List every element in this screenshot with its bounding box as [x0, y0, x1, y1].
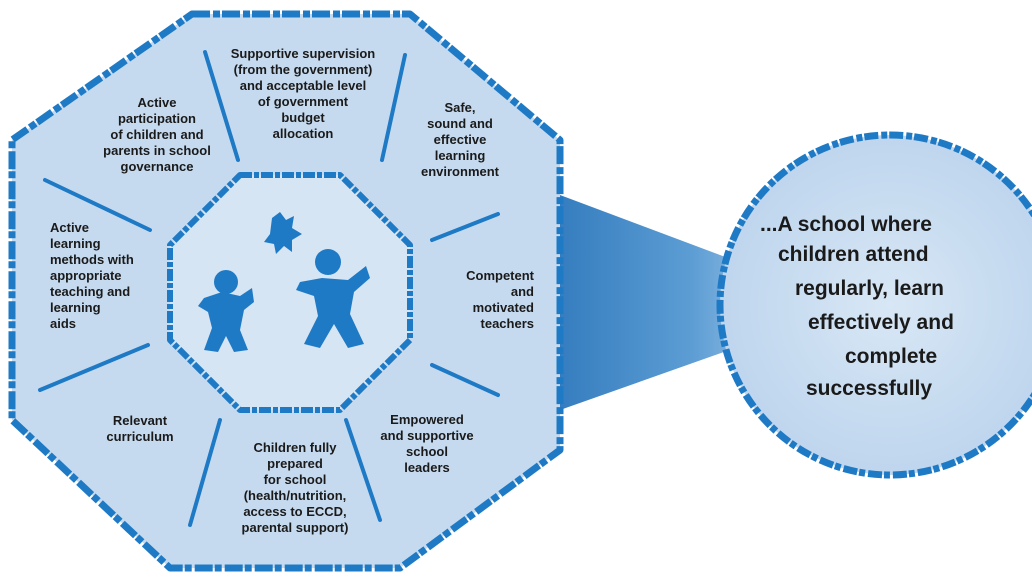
outcome-line-3: regularly, learn — [795, 277, 945, 300]
divider-bottom-right — [344, 418, 382, 522]
connector-cone — [560, 195, 800, 410]
segment-top-left-label: Active participation of children and par… — [103, 95, 211, 174]
segment-top-label: Supportive supervision (from the governm… — [230, 46, 376, 141]
segment-dividers — [38, 50, 500, 527]
divider-left-upper — [43, 178, 152, 232]
outcome-circle — [716, 131, 1032, 479]
outcome-line-5: complete — [845, 345, 938, 368]
segment-bottom-right-label: Empowered and supportive school leaders — [380, 412, 474, 475]
segment-bottom-label: Children fully prepared for school (heal… — [241, 440, 349, 535]
outcome-line-6: successfully — [806, 377, 933, 400]
segment-top-right-label: Safe, sound and effective learning envir… — [420, 100, 499, 179]
outcome-line-2: children attend — [778, 243, 929, 266]
segment-bottom-left-label: Relevant curriculum — [106, 413, 174, 444]
children-figures-icon — [198, 212, 370, 352]
divider-right-lower — [430, 363, 500, 397]
inner-octagon — [167, 172, 413, 413]
divider-right-upper — [430, 212, 500, 242]
segment-left-label: Active learning methods with appropriate… — [50, 220, 134, 331]
outcome-line-4: effectively and — [808, 311, 954, 334]
outcome-line-1: ...A school where — [760, 213, 932, 236]
divider-top-left — [203, 50, 240, 162]
divider-bottom-left — [188, 418, 222, 527]
segment-right-label: Competent and motivated teachers — [466, 268, 534, 331]
divider-top-right — [380, 53, 407, 162]
divider-left-lower — [38, 343, 150, 392]
